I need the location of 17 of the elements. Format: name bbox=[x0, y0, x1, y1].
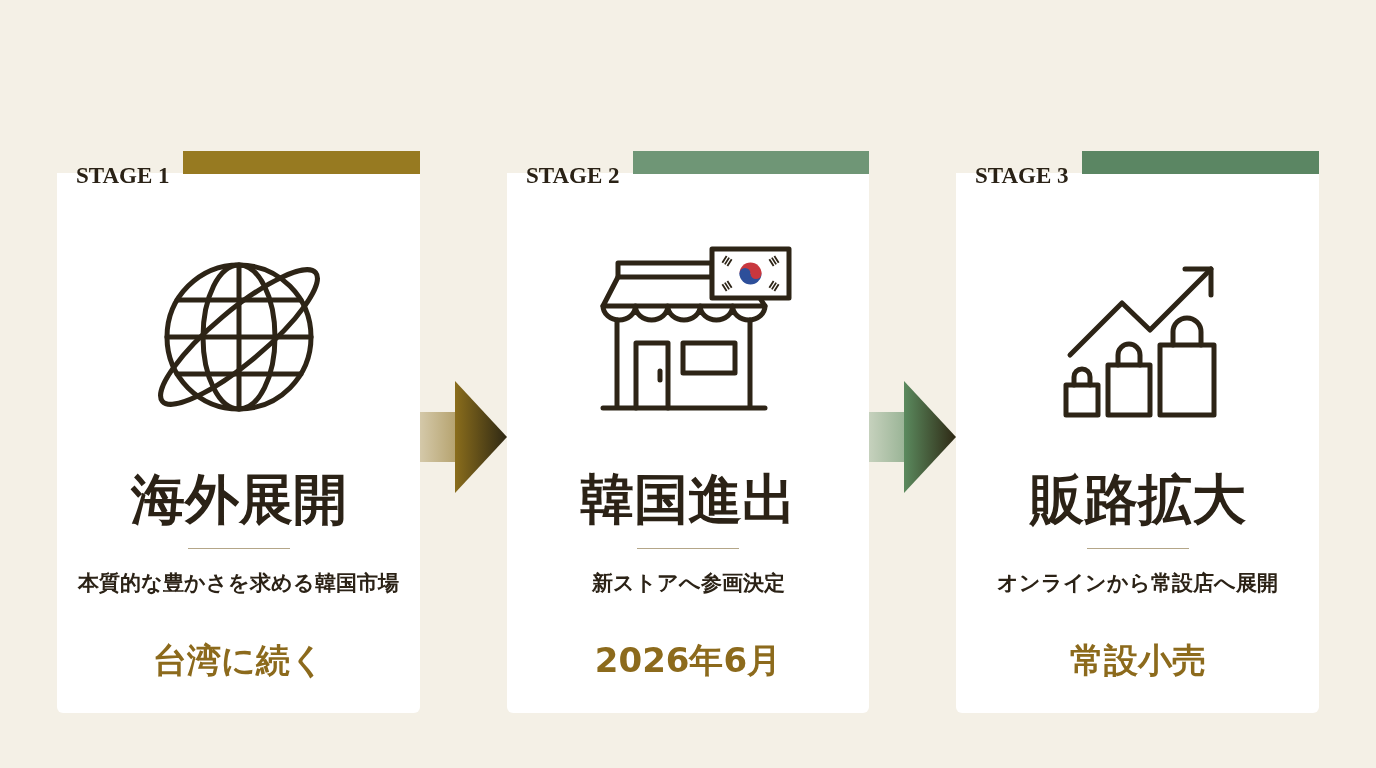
stage-subtitle: 本質的な豊かさを求める韓国市場 bbox=[78, 570, 399, 597]
stage-title: 海外展開 bbox=[130, 470, 347, 530]
stage-subtitle: 新ストアへ参画決定 bbox=[591, 570, 785, 597]
stage-title: 韓国進出 bbox=[580, 470, 796, 530]
stage-label: STAGE 2 bbox=[526, 163, 620, 189]
arrow bbox=[869, 381, 956, 493]
stage-title: 販路拡大 bbox=[1029, 470, 1246, 530]
stage-card bbox=[507, 151, 869, 713]
highlight-text: 常設小売 bbox=[1069, 639, 1206, 682]
highlight-text: 台湾に続く bbox=[152, 639, 325, 682]
stage-card bbox=[956, 151, 1319, 713]
stage-card bbox=[57, 151, 420, 713]
stage-label: STAGE 3 bbox=[975, 163, 1069, 189]
arrow bbox=[420, 381, 507, 493]
stage-subtitle: オンラインから常設店へ展開 bbox=[997, 570, 1278, 597]
highlight-text: 2026年6月 bbox=[594, 639, 782, 682]
stage-label: STAGE 1 bbox=[76, 163, 170, 189]
